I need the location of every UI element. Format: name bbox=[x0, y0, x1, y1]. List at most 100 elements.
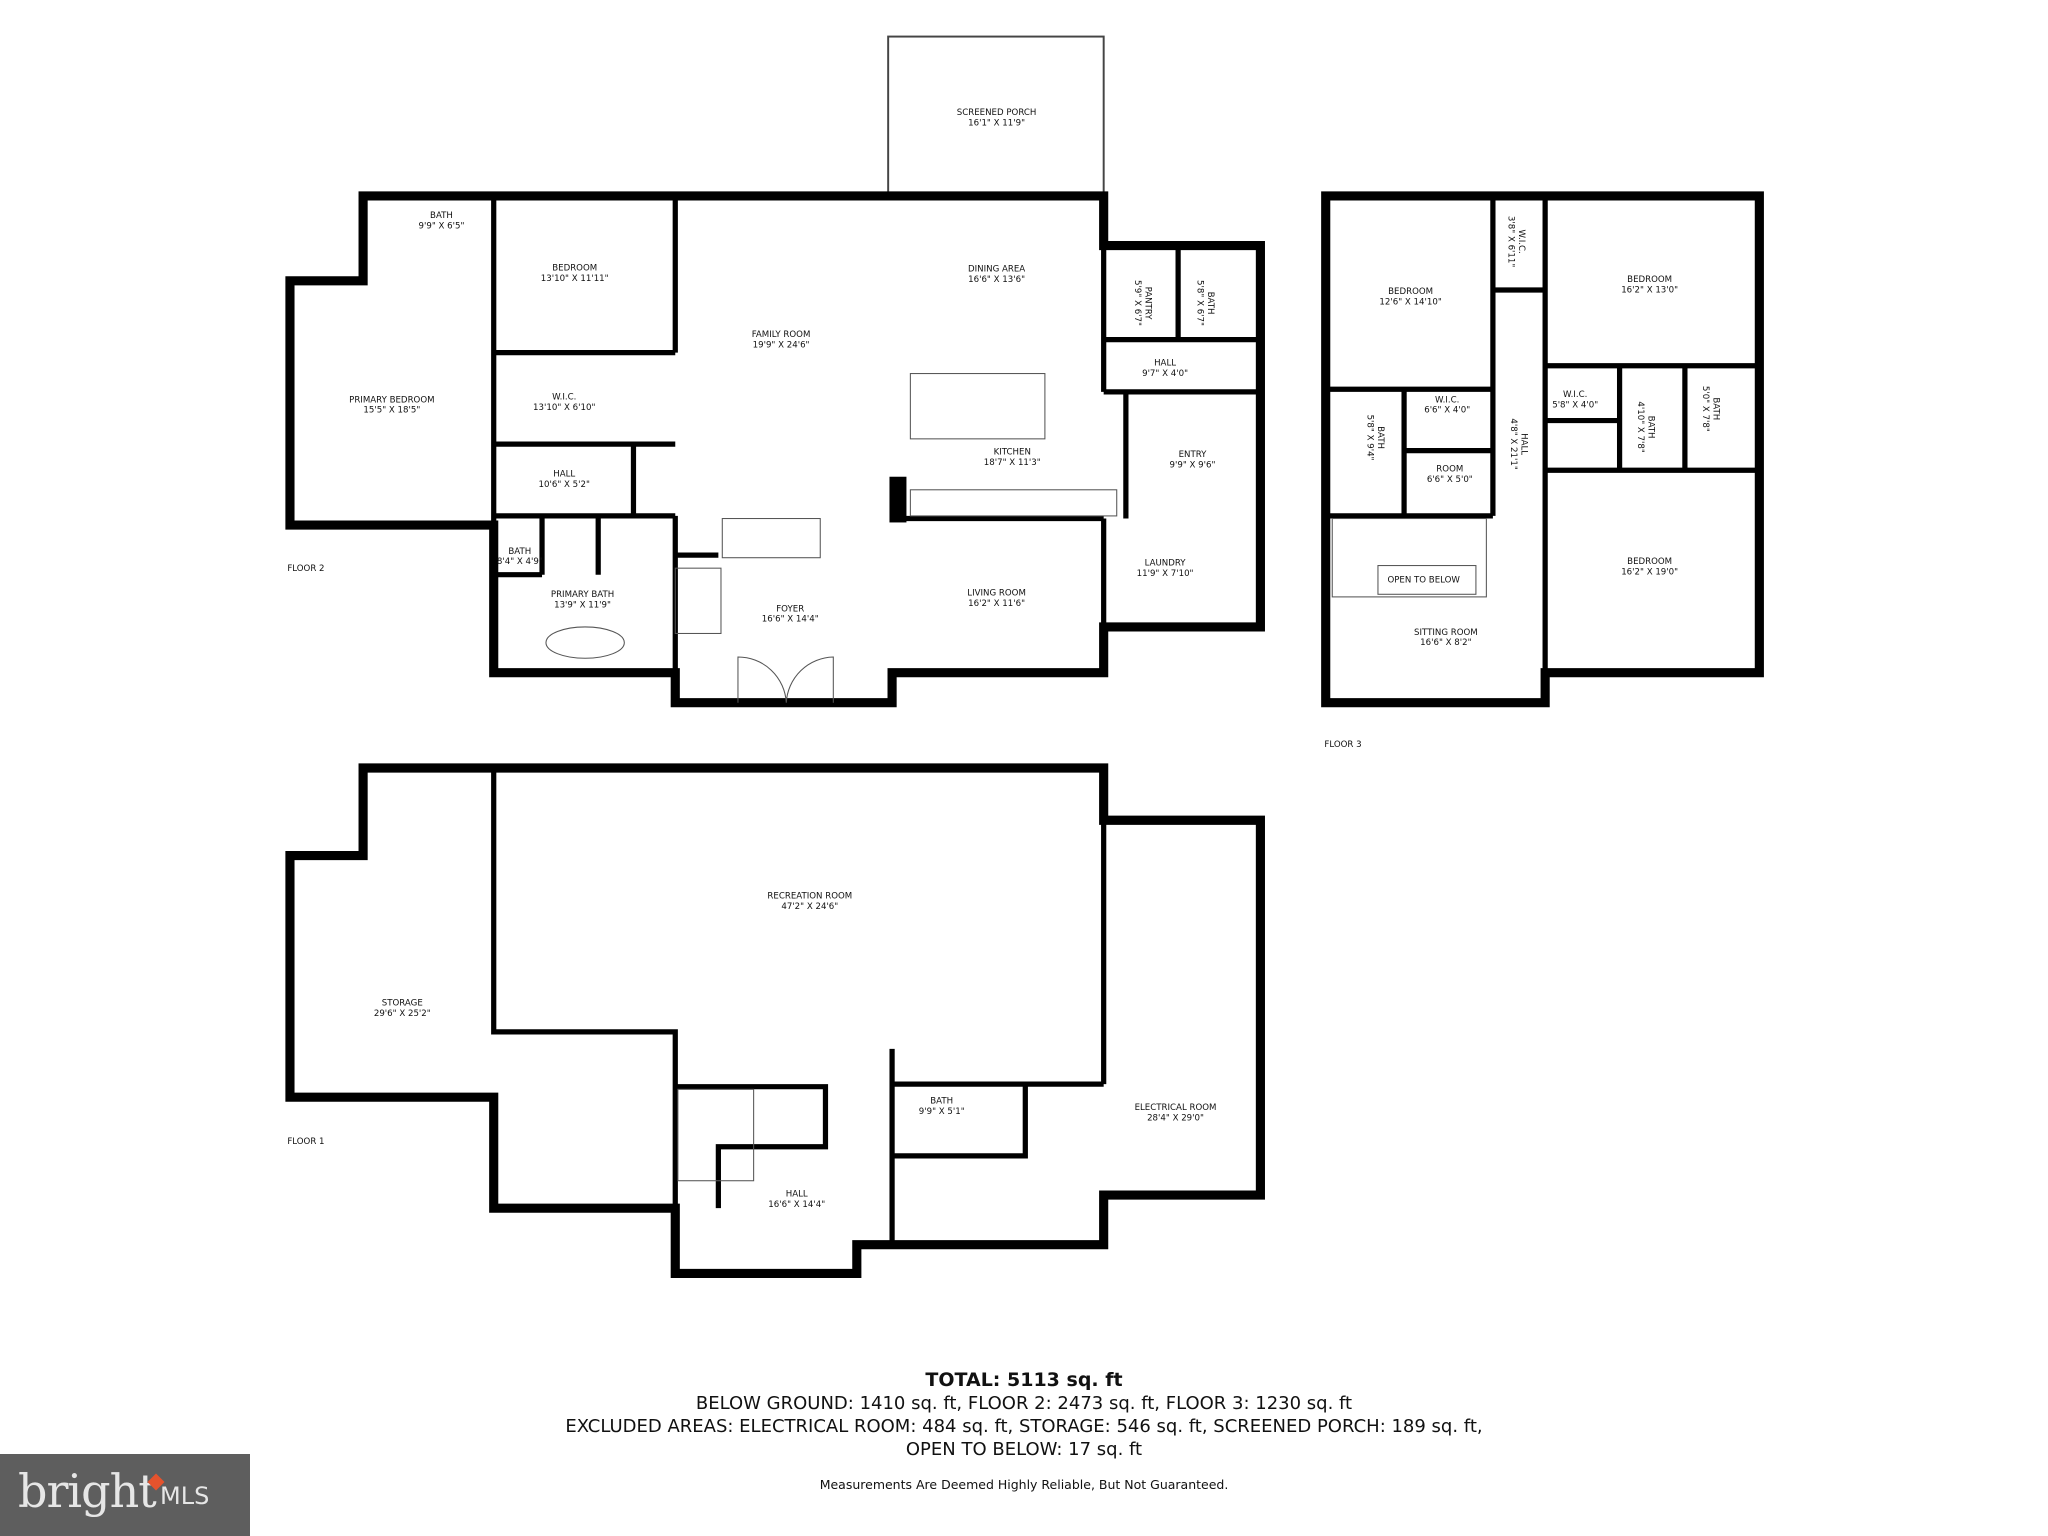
stairs-floor-2-lower bbox=[674, 567, 722, 634]
fireplace-block bbox=[889, 476, 907, 523]
total-area: TOTAL: 5113 sq. ft bbox=[925, 1369, 1123, 1391]
room-name: BEDROOM bbox=[552, 263, 597, 273]
room-label: W.I.C.13'10" X 6'10" bbox=[533, 393, 595, 413]
room-name: BATH bbox=[930, 1097, 953, 1107]
room-dimensions: 16'2" X 19'0" bbox=[1621, 568, 1678, 578]
room-dimensions: 16'2" X 13'0" bbox=[1621, 286, 1678, 296]
room-label: W.I.C.3'8" X 6'11" bbox=[1506, 216, 1526, 267]
room-name: DINING AREA bbox=[968, 265, 1025, 275]
room-dimensions: 13'9" X 11'9" bbox=[554, 600, 611, 610]
logo-suffix: MLS bbox=[160, 1482, 210, 1510]
room-dimensions: 16'6" X 8'2" bbox=[1420, 638, 1471, 648]
room-dimensions: 16'1" X 11'9" bbox=[968, 118, 1025, 128]
room-dimensions: 9'7" X 4'0" bbox=[1142, 369, 1188, 379]
room-name: W.I.C. bbox=[1516, 229, 1526, 253]
room-name: LIVING ROOM bbox=[967, 589, 1026, 599]
room-label: OPEN TO BELOW bbox=[1387, 576, 1460, 586]
room-dimensions: 5'8" X 6'7" bbox=[1195, 280, 1205, 326]
floor-3-plan bbox=[1321, 191, 1764, 708]
room-dimensions: 9'9" X 6'5" bbox=[419, 222, 465, 232]
room-dimensions: 3'8" X 6'11" bbox=[1506, 216, 1516, 267]
room-dimensions: 4'10" X 7'8" bbox=[1635, 401, 1645, 452]
room-dimensions: 13'10" X 11'11" bbox=[541, 274, 609, 284]
room-name: PRIMARY BATH bbox=[551, 590, 614, 600]
room-name: RECREATION ROOM bbox=[767, 892, 852, 902]
room-name: LAUNDRY bbox=[1145, 559, 1187, 569]
room-dimensions: 29'6" X 25'2" bbox=[374, 1009, 431, 1019]
room-name: PRIMARY BEDROOM bbox=[349, 395, 434, 405]
area-summary: TOTAL: 5113 sq. ft BELOW GROUND: 1410 sq… bbox=[0, 1368, 2048, 1492]
room-dimensions: 16'6" X 14'4" bbox=[768, 1200, 825, 1210]
floor-1-plan bbox=[285, 763, 1265, 1279]
floor-2-plan bbox=[285, 35, 1265, 708]
floor-2-outline bbox=[285, 191, 1265, 708]
room-name: BATH bbox=[1375, 426, 1385, 449]
room-name: STORAGE bbox=[382, 999, 423, 1009]
room-name: HALL bbox=[1519, 433, 1529, 455]
room-dimensions: 6'6" X 4'0" bbox=[1424, 406, 1470, 416]
room-dimensions: 19'9" X 24'6" bbox=[753, 340, 810, 350]
kitchen-counter bbox=[909, 489, 1118, 517]
room-name: HALL bbox=[786, 1189, 808, 1199]
room-dimensions: 47'2" X 24'6" bbox=[781, 902, 838, 912]
room-dimensions: 16'2" X 11'6" bbox=[968, 599, 1025, 609]
room-name: BEDROOM bbox=[1388, 287, 1433, 297]
floor-3-outline bbox=[1321, 191, 1764, 708]
room-name: SITTING ROOM bbox=[1414, 628, 1478, 638]
stairs-floor-3 bbox=[1331, 518, 1487, 598]
room-name: ELECTRICAL ROOM bbox=[1135, 1103, 1217, 1113]
stairs-floor-1 bbox=[677, 1088, 755, 1182]
room-dimensions: 18'7" X 11'3" bbox=[984, 458, 1041, 468]
room-dimensions: 5'0" X 7'8" bbox=[1700, 386, 1710, 432]
bathtub bbox=[545, 626, 625, 659]
room-name: HALL bbox=[553, 470, 575, 480]
room-name: FAMILY ROOM bbox=[752, 330, 811, 340]
stairs-floor-2 bbox=[721, 518, 821, 559]
room-dimensions: 28'4" X 29'0" bbox=[1147, 1114, 1204, 1124]
floor-1-label: FLOOR 1 bbox=[287, 1137, 324, 1147]
room-name: BEDROOM bbox=[1627, 275, 1672, 285]
floor-3-label: FLOOR 3 bbox=[1324, 740, 1361, 750]
room-name: BATH bbox=[1711, 397, 1721, 420]
bright-mls-logo: bright MLS bbox=[0, 1454, 250, 1536]
room-dimensions: 9'9" X 5'1" bbox=[919, 1107, 965, 1117]
room-name: PANTRY bbox=[1142, 287, 1152, 321]
floor-1-outline bbox=[285, 763, 1265, 1279]
room-dimensions: 9'9" X 9'6" bbox=[1170, 461, 1216, 471]
floor-1-interior-walls bbox=[491, 767, 1107, 1245]
room-name: W.I.C. bbox=[552, 393, 576, 403]
kitchen-island bbox=[909, 373, 1046, 440]
room-name: HALL bbox=[1154, 359, 1176, 369]
room-name: OPEN TO BELOW bbox=[1387, 576, 1460, 586]
room-label: W.I.C.5'8" X 4'0" bbox=[1552, 390, 1598, 410]
room-name: SCREENED PORCH bbox=[957, 108, 1037, 118]
room-name: KITCHEN bbox=[994, 448, 1031, 458]
room-dimensions: 4'8" X 21'1" bbox=[1508, 418, 1518, 469]
